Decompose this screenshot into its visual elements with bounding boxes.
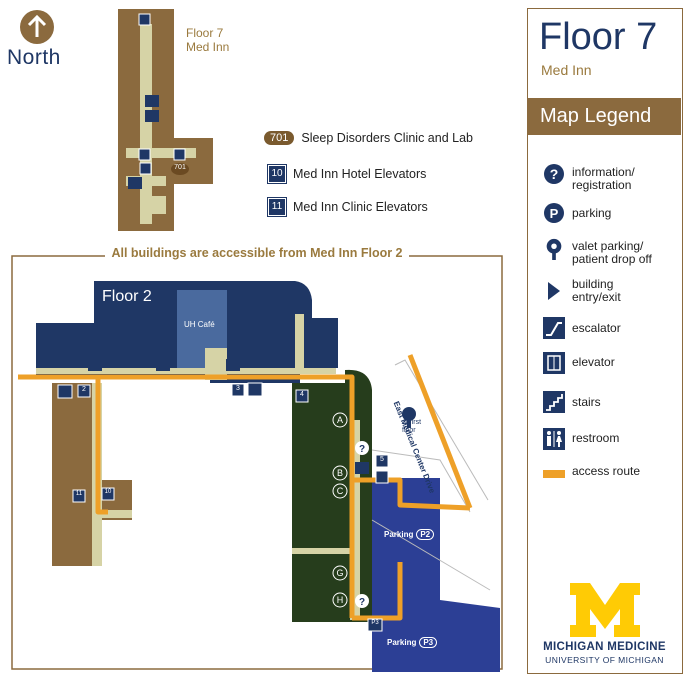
key-item-clinic-elevators: 11 Med Inn Clinic Elevators: [267, 197, 428, 217]
access-route: [18, 354, 473, 621]
legend-building: Med Inn: [541, 62, 592, 78]
key-label: Sleep Disorders Clinic and Lab: [301, 131, 473, 145]
svg-text:P: P: [550, 206, 559, 221]
floor7-title-text: Floor 7: [186, 26, 224, 40]
green-building: [292, 369, 372, 622]
elevator-number: 11: [75, 491, 83, 497]
parking-icon: P: [544, 203, 564, 223]
marker-b: B: [337, 468, 343, 478]
med-inn-wing: [52, 383, 132, 566]
north-label: North: [7, 46, 61, 69]
svg-text:?: ?: [550, 166, 559, 182]
legend-item-restroom: restroom: [572, 431, 620, 445]
brand-name: MICHIGAN MEDICINE: [543, 641, 666, 653]
floor2-title: Floor 2: [102, 288, 152, 305]
first-floor-note-text: at first floor: [402, 419, 422, 434]
elevator-icon: 10: [267, 164, 287, 184]
elevator-icon: [543, 352, 565, 374]
building-markers: [332, 412, 348, 608]
elevator-number: 3: [236, 385, 240, 392]
elevator-number: 4: [300, 391, 304, 398]
legend-item-escalator: escalator: [572, 321, 621, 335]
street-outline: [371, 359, 491, 591]
room-701-label: 701: [174, 164, 186, 171]
legend-floor-title: Floor 7: [539, 16, 658, 58]
access-banner: All buildings are accessible from Med In…: [12, 246, 502, 260]
legend-item-info: information/ registration: [572, 165, 635, 192]
marker-h: H: [337, 595, 344, 605]
brand-sub: UNIVERSITY OF MICHIGAN: [545, 655, 664, 665]
elevator-number: P3: [371, 620, 379, 626]
parking-structure: [372, 478, 500, 672]
elevator-number: 5: [380, 456, 384, 463]
michigan-m-logo: [570, 583, 640, 637]
floor7-subtitle: Med Inn: [186, 40, 230, 54]
parking-badge: P3: [419, 637, 438, 648]
restroom-icon: [88, 95, 369, 474]
access-banner-text: All buildings are accessible from Med In…: [105, 246, 409, 260]
marker-a: A: [337, 415, 343, 425]
first-floor-note: at first floor: [396, 403, 436, 435]
legend-item-stairs: stairs: [572, 395, 601, 409]
parking-badge: P2: [416, 529, 435, 540]
elevator-icon: [72, 148, 389, 632]
escalator-icon: [543, 317, 565, 339]
restroom-icon: [543, 428, 565, 450]
escalator-icon: [57, 13, 263, 399]
key-item-hotel-elevators: 10 Med Inn Hotel Elevators: [267, 164, 427, 184]
cafe-label: UH Café: [184, 320, 215, 329]
room-badge: 701: [264, 131, 295, 145]
parking-label: Parking: [384, 530, 414, 539]
legend-item-route: access route: [572, 464, 641, 478]
legend-item-elevator: elevator: [572, 355, 615, 369]
floor2-main-building: [36, 281, 338, 383]
elevator-icon: 11: [267, 197, 287, 217]
legend-item-parking: parking: [572, 206, 612, 220]
parking-label: Parking: [387, 638, 417, 647]
key-item-sleep-clinic: 701 Sleep Disorders Clinic and Lab: [264, 131, 473, 145]
elevator-number: 2: [82, 386, 86, 393]
entry-arrow-icon: [548, 282, 560, 300]
parking-p3-label: Parking P3: [387, 637, 438, 648]
svg-text:?: ?: [359, 597, 365, 608]
stairs-icon: [543, 391, 565, 413]
access-route-icon: [543, 470, 565, 478]
legend-header: Map Legend: [528, 98, 681, 135]
parking-p2-label: Parking P2: [384, 529, 435, 540]
north-arrow-icon: [20, 10, 54, 44]
marker-g: G: [336, 568, 343, 578]
valet-parking-icon: [402, 407, 416, 428]
information-icon: ?: [544, 164, 564, 184]
info-icon: ? ?: [355, 441, 369, 608]
floor7-title: Floor 7 Med Inn: [186, 26, 229, 54]
legend-item-valet: valet parking/ patient drop off: [572, 239, 652, 266]
key-label: Med Inn Clinic Elevators: [293, 200, 428, 214]
legend-item-entry: building entry/exit: [572, 277, 621, 304]
key-label: Med Inn Hotel Elevators: [293, 167, 427, 181]
valet-parking-icon: [546, 238, 562, 260]
marker-c: C: [337, 486, 344, 496]
elevator-number: 10: [104, 489, 112, 495]
svg-text:?: ?: [359, 444, 365, 455]
